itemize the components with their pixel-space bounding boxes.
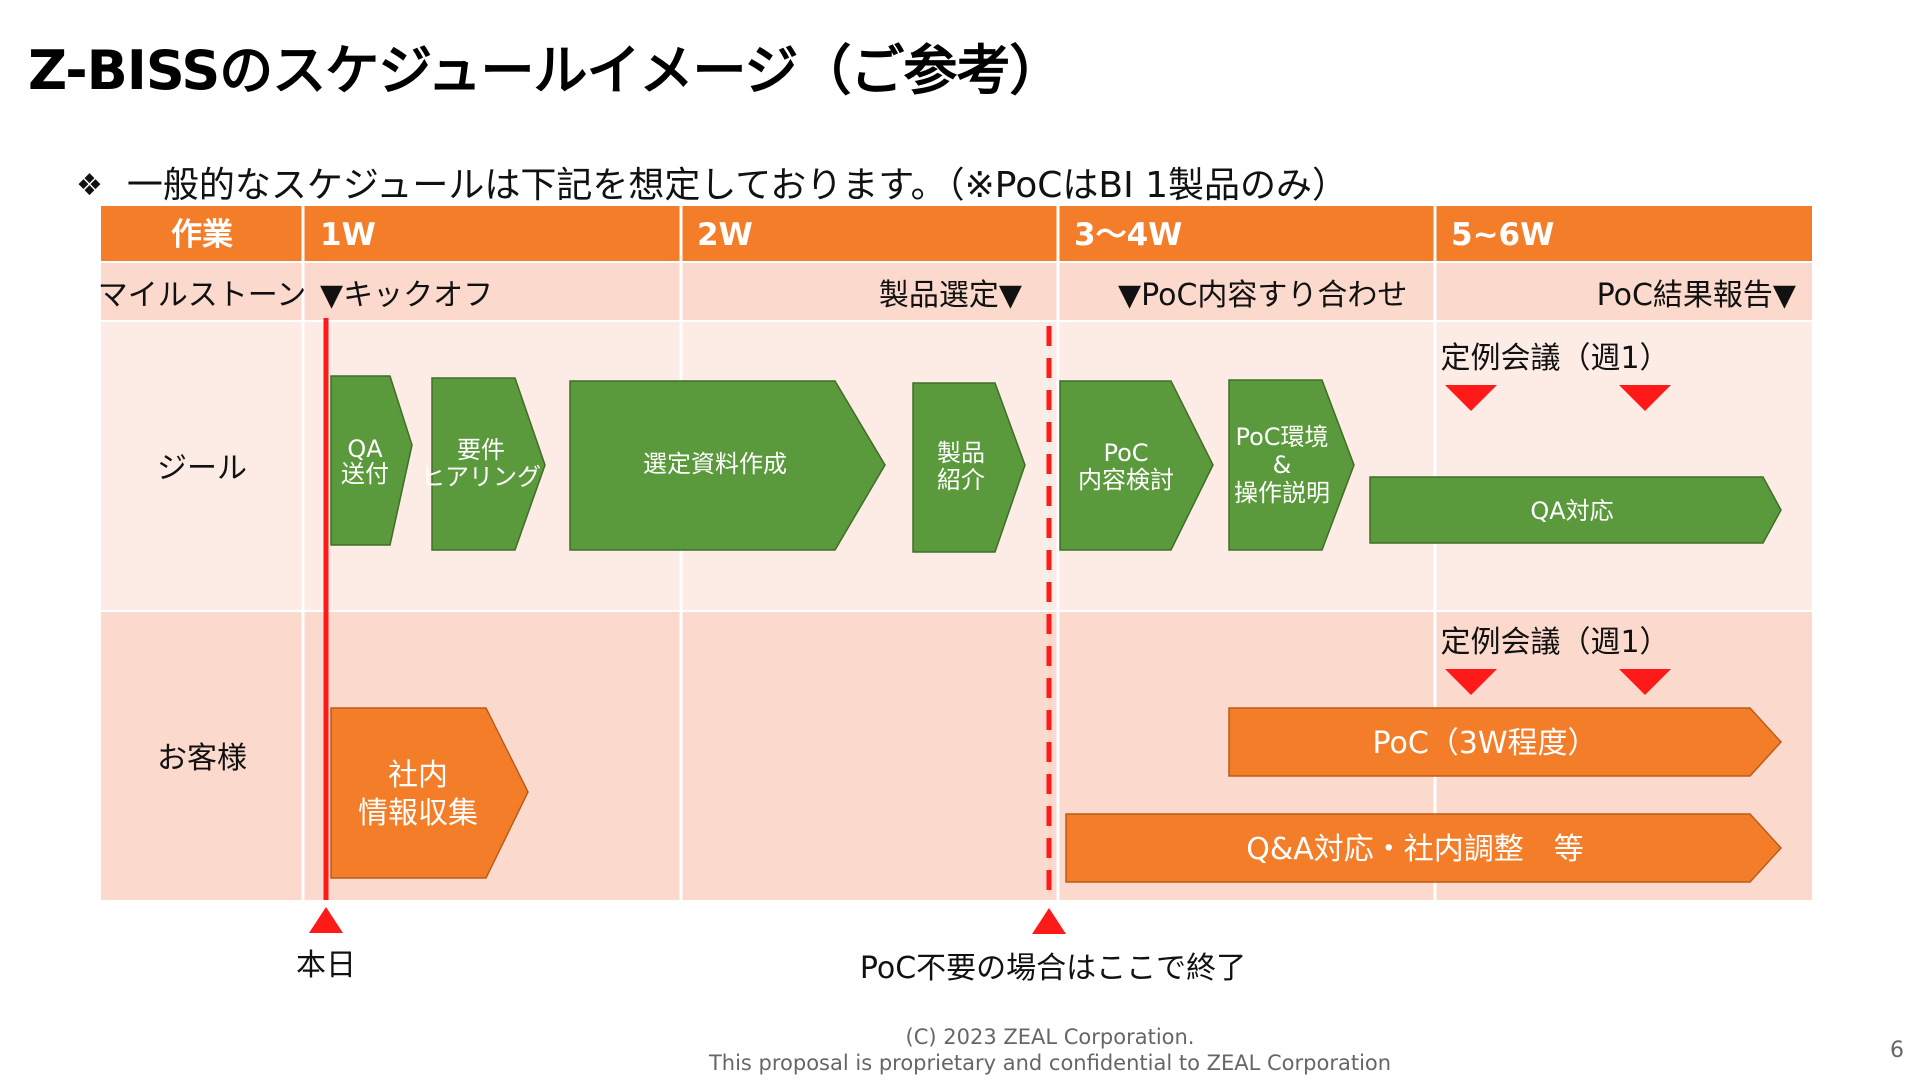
task-internal-info-gathering-line1: 社内 (388, 758, 448, 793)
task-qa-internal-coordination (1065, 813, 1783, 883)
task-selection-material-label: 選定資料作成 (643, 450, 787, 478)
milestone-row-bg (101, 263, 1812, 320)
milestone-label: マイルストーン (98, 278, 307, 313)
task-qa-send-line1: QA (347, 435, 383, 463)
task-qa-support (1369, 476, 1782, 544)
poc-end-marker-triangle (1032, 908, 1066, 934)
task-poc-content-review (1059, 380, 1214, 551)
row-label-zeal: ジール (157, 451, 247, 486)
task-internal-info-gathering-line2: 情報収集 (358, 796, 478, 831)
column-dividers (301, 206, 1437, 900)
meeting-marker-customer-1 (1445, 669, 1497, 695)
task-poc-content-review-line1: PoC (1103, 439, 1148, 467)
footer: (C) 2023 ZEAL Corporation. This proposal… (0, 1024, 1920, 1076)
header-row-bg (101, 206, 1812, 261)
header-task: 作業 (171, 217, 233, 253)
task-selection-material (569, 380, 886, 551)
milestone-poc-alignment: ▼PoC内容すり合わせ (1118, 278, 1407, 313)
task-qa-support-label: QA対応 (1530, 497, 1613, 525)
header-week-3-4: 3～4W (1074, 217, 1182, 253)
slide-title: Z-BISSのスケジュールイメージ（ご参考） (28, 39, 1063, 102)
meeting-label-zeal: 定例会議（週1） (1440, 341, 1669, 376)
task-internal-info-gathering (330, 707, 529, 879)
diamond-bullet-icon: ❖ (76, 168, 103, 203)
bullet-text: 一般的なスケジュールは下記を想定しております。（※PoCはBI 1製品のみ） (126, 165, 1349, 206)
bullet-text-line: ❖ 一般的なスケジュールは下記を想定しております。（※PoCはBI 1製品のみ） (76, 156, 1348, 208)
task-poc-env-setup-line1: PoC環境 (1235, 423, 1328, 451)
meeting-marker-zeal-1 (1445, 385, 1497, 411)
task-qa-internal-coordination-label: Q&A対応・社内調整 等 (1246, 832, 1584, 867)
task-poc-3w-label: PoC（3W程度） (1372, 726, 1597, 761)
footer-copyright: (C) 2023 ZEAL Corporation. (905, 1025, 1195, 1049)
meeting-label-customer: 定例会議（週1） (1440, 625, 1669, 660)
task-product-intro (912, 382, 1026, 553)
milestone-product-selection: 製品選定▼ (879, 278, 1022, 313)
milestone-kickoff: ▼キックオフ (320, 278, 493, 313)
task-requirement-hearing-line2: ヒアリング (421, 463, 541, 491)
task-poc-3w (1228, 707, 1783, 777)
task-product-intro-line1: 製品 (937, 439, 985, 467)
milestone-poc-report: PoC結果報告▼ (1597, 278, 1796, 313)
poc-end-label: PoC不要の場合はここで終了 (860, 951, 1246, 986)
meeting-marker-zeal-2 (1619, 385, 1671, 411)
footer-confidential: This proposal is proprietary and confide… (708, 1051, 1392, 1075)
header-week-5-6: 5~6W (1451, 217, 1554, 253)
page-number: 6 (1890, 1038, 1904, 1063)
task-qa-send (330, 375, 413, 546)
task-qa-send-line2: 送付 (341, 460, 389, 488)
meeting-marker-customer-2 (1619, 669, 1671, 695)
header-week-2: 2W (697, 217, 753, 253)
task-poc-env-setup (1228, 379, 1355, 551)
task-requirement-hearing (431, 377, 546, 551)
today-marker-triangle (309, 907, 343, 933)
task-requirement-hearing-line1: 要件 (457, 436, 505, 464)
task-poc-content-review-line2: 内容検討 (1078, 466, 1174, 494)
task-poc-env-setup-line2: & (1273, 451, 1292, 479)
today-label: 本日 (296, 948, 356, 983)
header-week-1: 1W (320, 217, 376, 253)
task-poc-env-setup-line3: 操作説明 (1234, 479, 1330, 507)
row-label-customer: お客様 (157, 741, 247, 776)
task-product-intro-line2: 紹介 (937, 466, 985, 494)
